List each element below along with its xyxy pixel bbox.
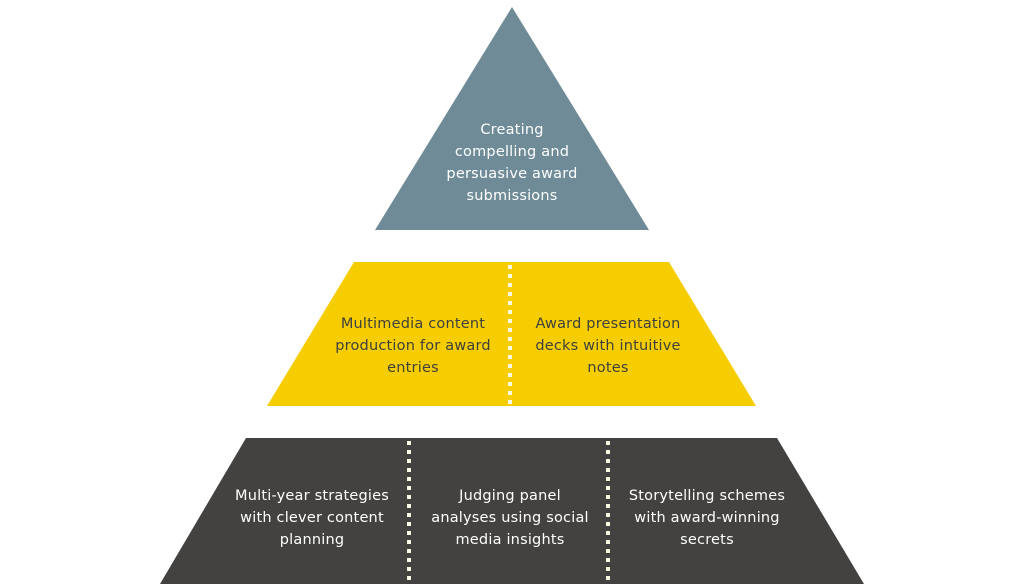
bottom-tier-right-label: Storytelling schemes with award-winning … [628,488,786,548]
pyramid-tier-bottom [160,438,864,584]
bottom-tier-center-label: Judging panel analyses using social medi… [431,488,589,548]
middle-tier-right-label: Award presentation decks with intuitive … [535,316,681,376]
pyramid-tier-middle [267,262,756,406]
bottom-tier-left-label: Multi-year strategies with clever conten… [235,488,389,548]
top-tier-label: Creating compelling and persuasive award… [446,122,578,204]
pyramid-tier-top [375,7,649,230]
middle-tier-left-label: Multimedia content production for award … [335,316,491,376]
